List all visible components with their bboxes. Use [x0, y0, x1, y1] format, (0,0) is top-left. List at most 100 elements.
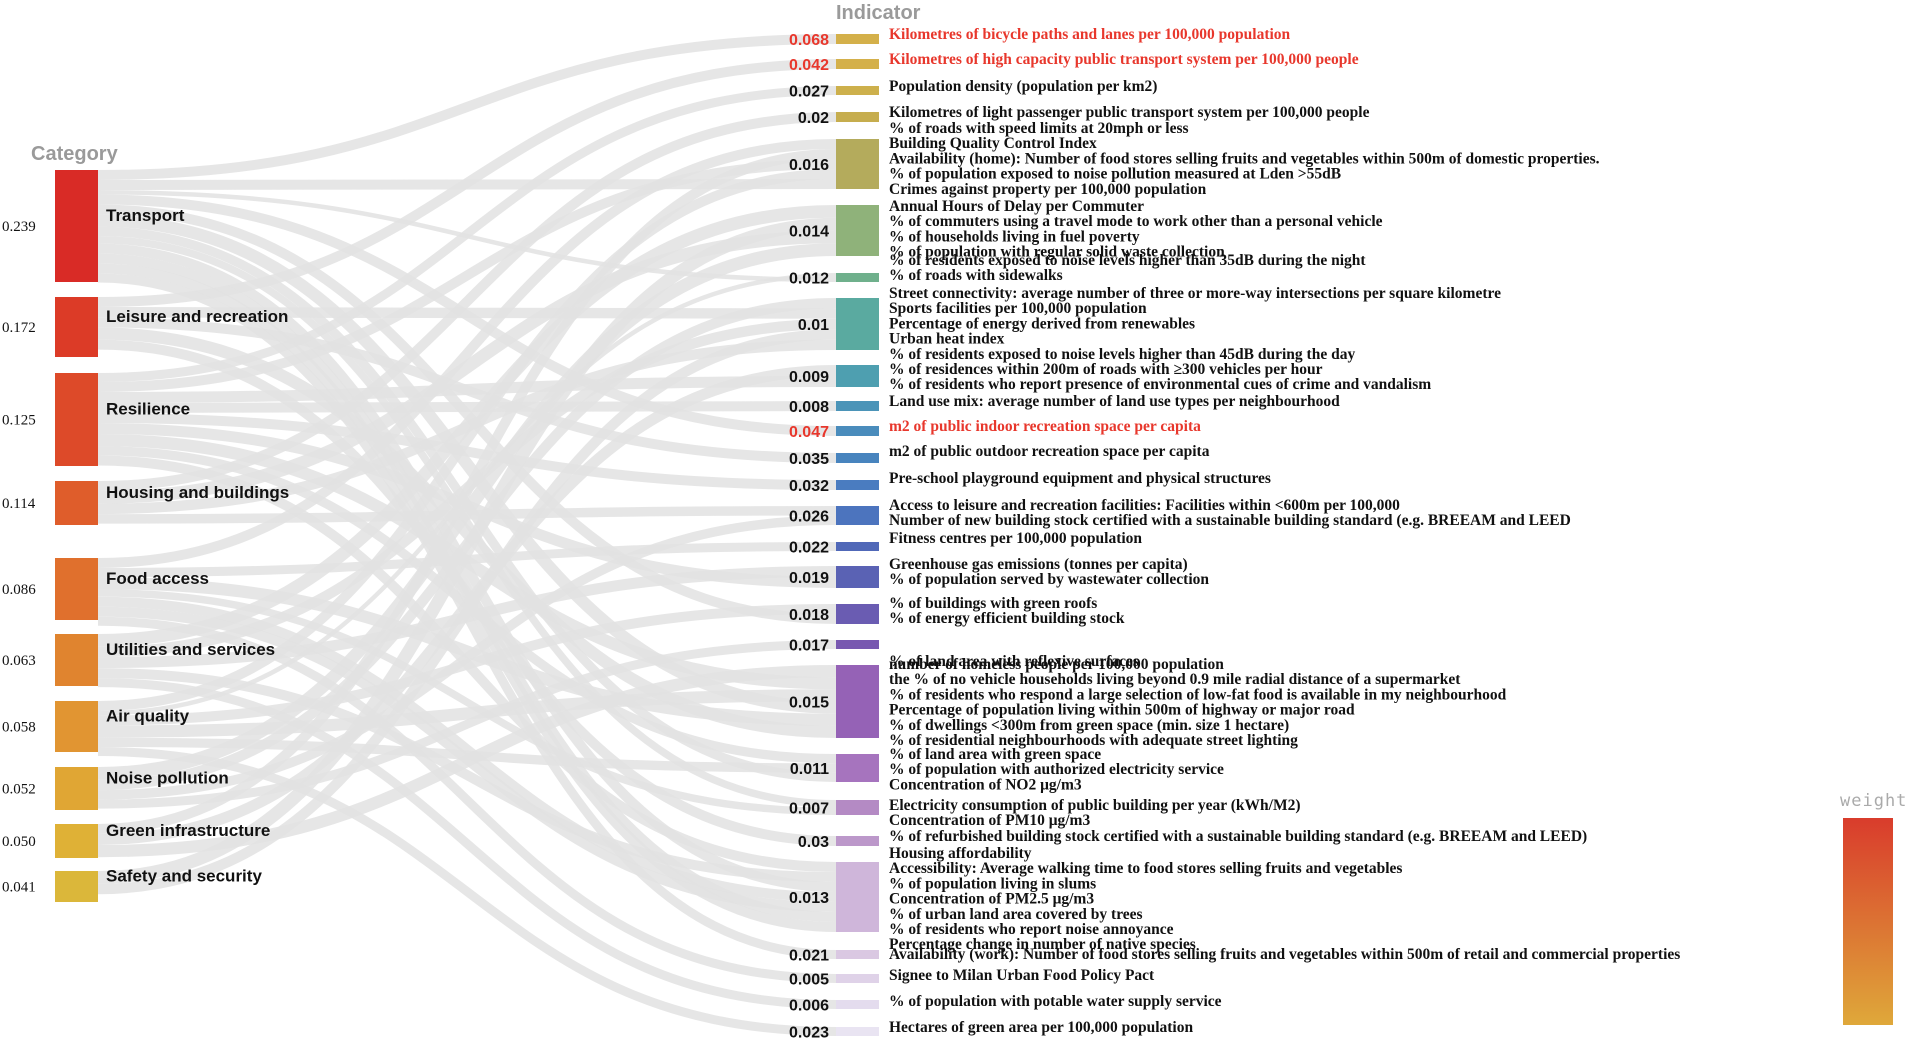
category-bar	[55, 481, 98, 525]
indicator-value: 0.012	[789, 271, 829, 288]
indicator-node: 0.047 m2 of public indoor recreation spac…	[789, 418, 1201, 441]
category-label: Food access	[106, 569, 209, 588]
category-value: 0.239	[2, 219, 36, 235]
category-label: Leisure and recreation	[106, 307, 288, 326]
indicator-label: Percentage of population living within 5…	[889, 702, 1355, 719]
indicator-bar	[836, 1027, 879, 1036]
indicator-label: Population density (population per km2)	[889, 78, 1157, 95]
link-group	[97, 34, 837, 1036]
indicator-value: 0.018	[789, 607, 829, 624]
indicator-label: % of land area with green space	[889, 746, 1101, 763]
category-bar	[55, 558, 98, 620]
indicator-value: 0.014	[789, 224, 829, 241]
indicator-label: % of population exposed to noise polluti…	[889, 166, 1341, 183]
indicator-bar	[836, 754, 879, 782]
indicator-label: Accessibility: Average walking time to f…	[889, 860, 1402, 877]
indicator-label: Annual Hours of Delay per Commuter	[889, 198, 1144, 215]
link-flow	[97, 243, 837, 892]
indicator-label: % of population with regular solid waste…	[889, 244, 1225, 261]
indicator-value: 0.026	[789, 509, 829, 526]
indicator-bar	[836, 365, 879, 387]
indicator-value: 0.027	[789, 84, 829, 101]
indicator-node: 0.011% of land area with green space% of…	[790, 746, 1224, 793]
indicator-label: m2 of public indoor recreation space per…	[889, 418, 1201, 435]
category-node: Safety and security 0.041	[2, 867, 262, 902]
indicator-node: 0.006% of population with potable water …	[789, 993, 1222, 1015]
indicator-bar	[836, 298, 879, 350]
indicator-node: 0.018% of buildings with green roofs% of…	[789, 595, 1125, 627]
category-value: 0.041	[2, 880, 36, 896]
indicator-bar	[836, 401, 879, 411]
link-flow	[97, 317, 837, 463]
indicator-value: 0.01	[798, 317, 829, 334]
indicator-label: Concentration of NO2 μg/m3	[889, 776, 1082, 793]
indicator-value: 0.005	[789, 972, 829, 989]
indicator-bar	[836, 34, 879, 44]
indicator-label: % of residents exposed to noise levels h…	[889, 252, 1366, 269]
indicator-node: 0.012 % of residents exposed to noise lev…	[789, 252, 1366, 288]
category-value: 0.052	[2, 782, 36, 798]
category-bar	[55, 871, 98, 902]
indicator-bar	[836, 480, 879, 490]
category-bar	[55, 767, 98, 810]
indicator-node: 0.017% of land area with reflexive surfa…	[789, 638, 1139, 671]
link-flow	[97, 506, 837, 524]
legend-color-bar	[1843, 818, 1893, 1025]
indicator-value: 0.007	[789, 801, 829, 818]
indicator-label: Greenhouse gas emissions (tonnes per cap…	[889, 556, 1188, 573]
category-label: Utilities and services	[106, 640, 275, 659]
link-flow	[97, 668, 837, 882]
indicator-value: 0.013	[789, 890, 829, 907]
indicator-node: 0.014 Annual Hours of Delay per Commuter%…	[789, 198, 1383, 261]
indicator-value: 0.035	[789, 451, 829, 468]
link-flow	[97, 190, 837, 283]
link-flow	[97, 455, 837, 872]
link-flow	[97, 589, 837, 816]
indicator-value: 0.008	[789, 399, 829, 416]
category-bar	[55, 170, 98, 282]
link-flow	[97, 616, 837, 983]
category-bar	[55, 634, 98, 686]
indicator-value: 0.047	[789, 424, 829, 441]
link-flow	[97, 169, 837, 711]
indicator-bar	[836, 542, 879, 551]
indicator-bar	[836, 59, 879, 69]
indicator-label: Pre-school playground equipment and phys…	[889, 470, 1271, 487]
indicator-value: 0.03	[798, 834, 829, 851]
category-label: Housing and buildings	[106, 483, 289, 502]
indicator-label: % of refurbished building stock certifie…	[889, 828, 1587, 845]
link-flow	[97, 689, 837, 738]
indicator-bar	[836, 665, 879, 738]
indicator-header: Indicator	[836, 2, 921, 24]
indicator-label: Availability (work): Number of food stor…	[889, 946, 1680, 963]
category-value: 0.086	[2, 582, 36, 598]
category-label: Safety and security	[106, 867, 262, 886]
category-label: Transport	[106, 206, 185, 225]
category-value: 0.125	[2, 413, 36, 429]
indicator-label: Kilometres of high capacity public trans…	[889, 51, 1359, 68]
indicator-bar	[836, 506, 879, 525]
indicator-bar	[836, 640, 879, 649]
category-label: Green infrastructure	[106, 821, 270, 840]
indicator-node: 0.016% of roads with speed limits at 20m…	[789, 120, 1600, 198]
indicator-label: % of land area with reflexive surfaces	[889, 653, 1139, 670]
category-bar	[55, 701, 98, 752]
indicator-label: Signee to Milan Urban Food Policy Pact	[889, 967, 1155, 984]
indicator-value: 0.016	[789, 157, 829, 174]
indicator-label: Availability (home): Number of food stor…	[889, 150, 1600, 167]
indicator-value: 0.023	[789, 1025, 829, 1041]
legend-title: weight	[1840, 791, 1907, 811]
link-flow	[97, 34, 837, 180]
link-flow	[97, 214, 837, 714]
